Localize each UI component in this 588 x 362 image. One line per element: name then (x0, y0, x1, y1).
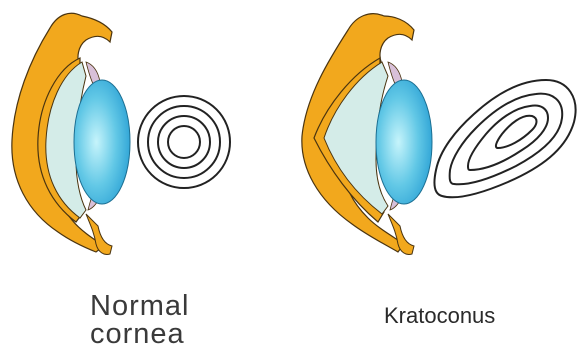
normal-cornea-label: Normal cornea (90, 292, 189, 348)
normal-topography-rings (138, 96, 230, 188)
kerato-contour-3 (468, 106, 548, 171)
normal-ring-3 (158, 116, 210, 168)
keratoconus-label: Kratoconus (384, 304, 495, 328)
normal-eye-illustration (12, 13, 130, 254)
kerato-lens (376, 80, 432, 204)
kerato-contour-2 (450, 94, 563, 185)
keratoconus-topography-contours (434, 80, 575, 197)
normal-ring-1 (138, 96, 230, 188)
keratoconus-eye-illustration (302, 14, 432, 255)
normal-ring-4 (168, 126, 200, 158)
normal-lens (74, 80, 130, 204)
